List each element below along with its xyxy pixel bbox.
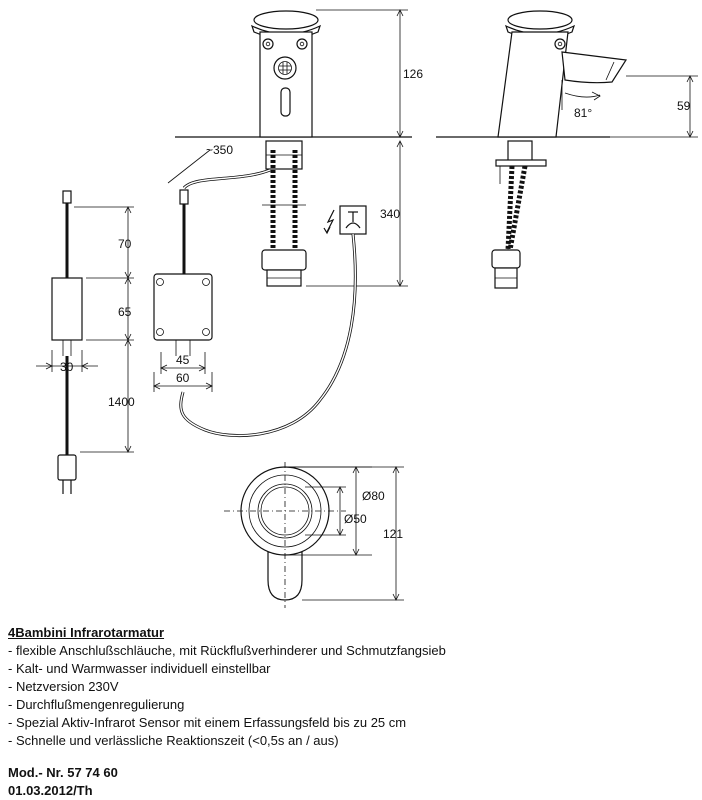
dim-box-width-c: 60 — [176, 371, 190, 385]
control-box: 45 60 — [153, 189, 213, 392]
feature-item: - Netzversion 230V — [8, 679, 119, 694]
dim-diameter-outer: Ø80 — [362, 489, 385, 503]
model-info: Mod.- Nr. 57 74 60 01.03.2012/Th — [8, 764, 118, 800]
dim-underside-length: 340 — [380, 207, 400, 221]
feature-item: - flexible Anschlußschläuche, mit Rückfl… — [8, 643, 446, 658]
dim-box-width-b: 45 — [176, 353, 190, 367]
power-symbol — [179, 205, 367, 438]
dim-spout-height: 59 — [677, 99, 691, 113]
feature-item: - Schnelle und verlässliche Reaktionszei… — [8, 733, 339, 748]
sensor-cable: ~350 — [167, 143, 271, 190]
dim-cable-length: 1400 — [108, 395, 135, 409]
model-number: Mod.- Nr. 57 74 60 — [8, 765, 118, 780]
dim-spout-angle: 81° — [574, 106, 592, 120]
dim-cable-top: 70 — [118, 237, 132, 251]
product-description: 4Bambini Infrarotarmatur - flexible Ansc… — [8, 624, 698, 750]
dim-box-height: 65 — [118, 305, 132, 319]
dim-front-height: 126 — [403, 67, 423, 81]
power-supply: 70 65 1400 30 — [36, 190, 135, 494]
feature-item: - Kalt- und Warmwasser individuell einst… — [8, 661, 271, 676]
document-date: 01.03.2012/Th — [8, 783, 93, 798]
feature-item: - Spezial Aktiv-Infrarot Sensor mit eine… — [8, 715, 407, 730]
side-view: 81° 59 — [436, 10, 698, 289]
product-heading: 4Bambini Infrarotarmatur — [8, 625, 165, 640]
plan-view: Ø80 Ø50 121 — [224, 462, 404, 608]
technical-drawing: 126 340 ~350 — [36, 9, 698, 608]
dim-box-width-a: 30 — [60, 360, 74, 374]
dim-diameter-inner: Ø50 — [344, 512, 367, 526]
dim-hose-approx: ~350 — [206, 143, 233, 157]
dim-plan-length: 121 — [383, 527, 403, 541]
front-view: 126 340 — [175, 9, 423, 287]
feature-item: - Durchflußmengenregulierung — [8, 697, 185, 712]
